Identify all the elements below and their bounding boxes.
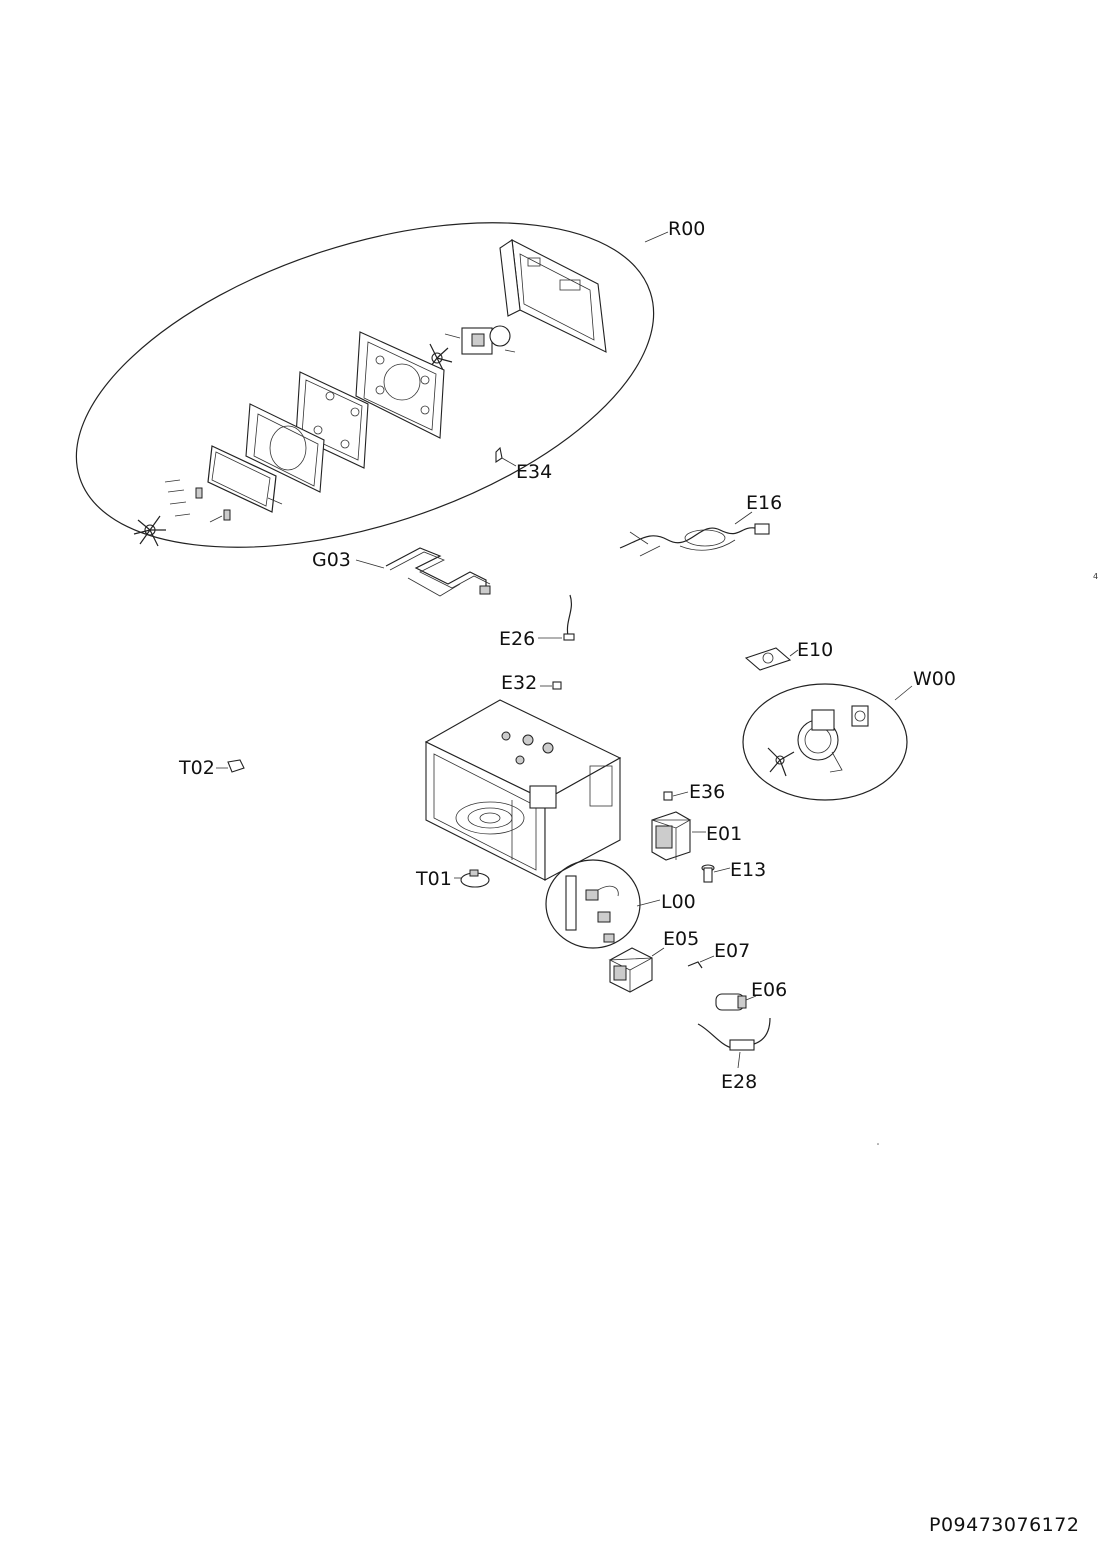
label-T02: T02: [178, 757, 215, 779]
page-number: 4: [1093, 572, 1099, 581]
label-E34: E34: [516, 461, 552, 483]
label-E01: E01: [706, 823, 742, 845]
small-fan-part: [133, 515, 166, 547]
fan-motor-part: [444, 325, 516, 355]
label-G03: G03: [312, 549, 351, 571]
label-E36: E36: [689, 781, 725, 803]
fan-motor-W00: [851, 705, 869, 727]
label-E06: E06: [751, 979, 787, 1001]
screws-part: [164, 479, 231, 523]
part-E07-diode: [687, 955, 715, 969]
part-E16-wire-harness: [619, 511, 770, 557]
document-code: P09473076172: [929, 1514, 1080, 1536]
part-E28-hv-fuse: [697, 1017, 771, 1069]
label-E26: E26: [499, 628, 535, 650]
part-E32-lamp: [540, 681, 562, 690]
rear-assembly-group: [75, 222, 669, 548]
label-E16: E16: [746, 492, 782, 514]
heater-ring-part: [207, 445, 283, 513]
part-E34-sensor: [495, 446, 517, 467]
label-L00: L00: [661, 891, 696, 913]
fan-shroud-part: [797, 709, 843, 773]
part-E36-connector: [663, 791, 689, 801]
part-G03-grill-element: [355, 547, 491, 597]
label-E10: E10: [797, 639, 833, 661]
label-R00: R00: [668, 218, 705, 240]
fan-blade-W00: [767, 747, 795, 777]
label-E05: E05: [663, 928, 699, 950]
label-T01: T01: [415, 868, 452, 890]
label-E28: E28: [721, 1071, 757, 1093]
part-E13-fuse-holder: [701, 864, 731, 883]
part-E01-magnetron: [651, 811, 706, 861]
part-T02-coupler: [216, 759, 245, 773]
part-E06-capacitor: [715, 993, 757, 1011]
fan-blade-part: [427, 343, 453, 373]
part-E05-transformer: [608, 947, 665, 993]
latch-group-L00: [545, 859, 661, 949]
rear-housing-part: [499, 239, 607, 353]
label-E32: E32: [501, 672, 537, 694]
heater-cover-part: [245, 403, 325, 493]
label-W00: W00: [913, 668, 956, 690]
oven-cavity-main: [424, 699, 622, 881]
part-T01-turntable-motor: [454, 869, 490, 888]
label-E13: E13: [730, 859, 766, 881]
fan-group-W00: [742, 683, 913, 801]
part-E10-switch-board: [744, 647, 799, 671]
label-E07: E07: [714, 940, 750, 962]
heater-plate-part: [355, 331, 445, 439]
part-E26-thermostat: [538, 594, 575, 641]
